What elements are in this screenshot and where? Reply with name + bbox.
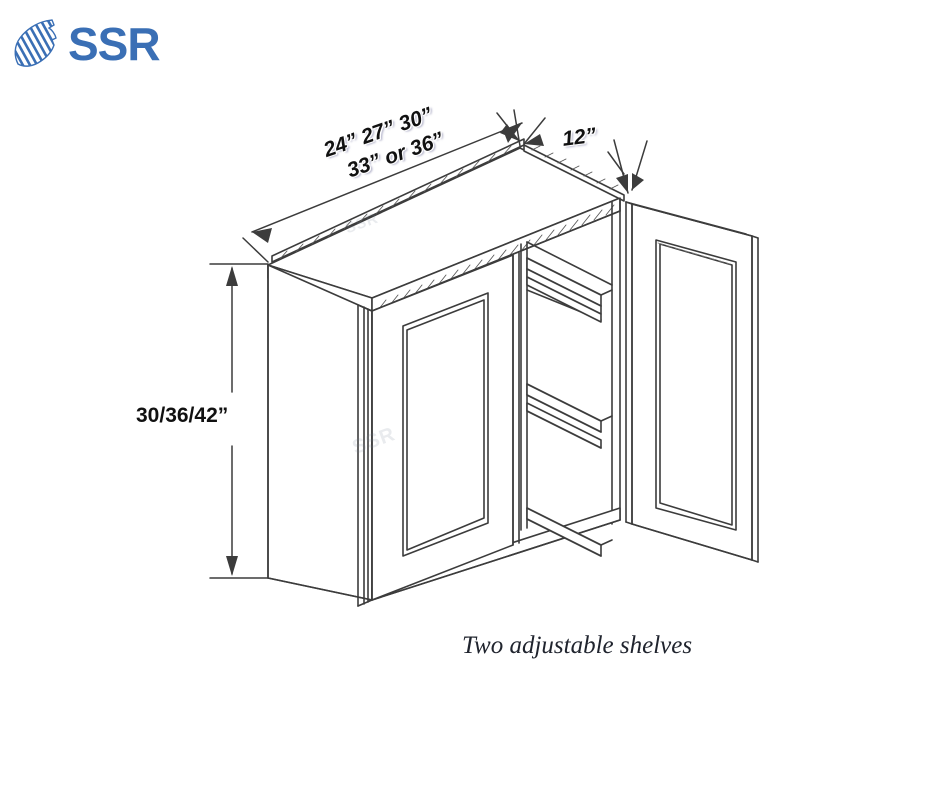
left-door[interactable] bbox=[357, 252, 520, 607]
horse-head-striped-icon bbox=[14, 19, 57, 67]
left-door-recessed-panel bbox=[402, 292, 489, 557]
height-dimension-label: 30/36/42” bbox=[136, 404, 229, 427]
adjustable-shelf-lower bbox=[526, 383, 602, 449]
brand-name: SSR bbox=[68, 18, 161, 70]
depth-dimension-label: 12” bbox=[561, 123, 598, 151]
right-door-recessed-panel bbox=[655, 239, 737, 531]
dimension-line-height bbox=[209, 263, 269, 579]
cabinet-bottom-panel bbox=[526, 507, 602, 557]
brand-logo: SSR bbox=[8, 8, 198, 80]
cabinet-interior bbox=[520, 241, 613, 557]
right-door-open[interactable] bbox=[625, 201, 759, 563]
dimension-line-depth bbox=[496, 112, 648, 194]
shelves-caption: Two adjustable shelves bbox=[462, 632, 693, 659]
adjustable-shelf-upper bbox=[526, 257, 602, 323]
cabinet-left-side-panel bbox=[267, 264, 373, 601]
